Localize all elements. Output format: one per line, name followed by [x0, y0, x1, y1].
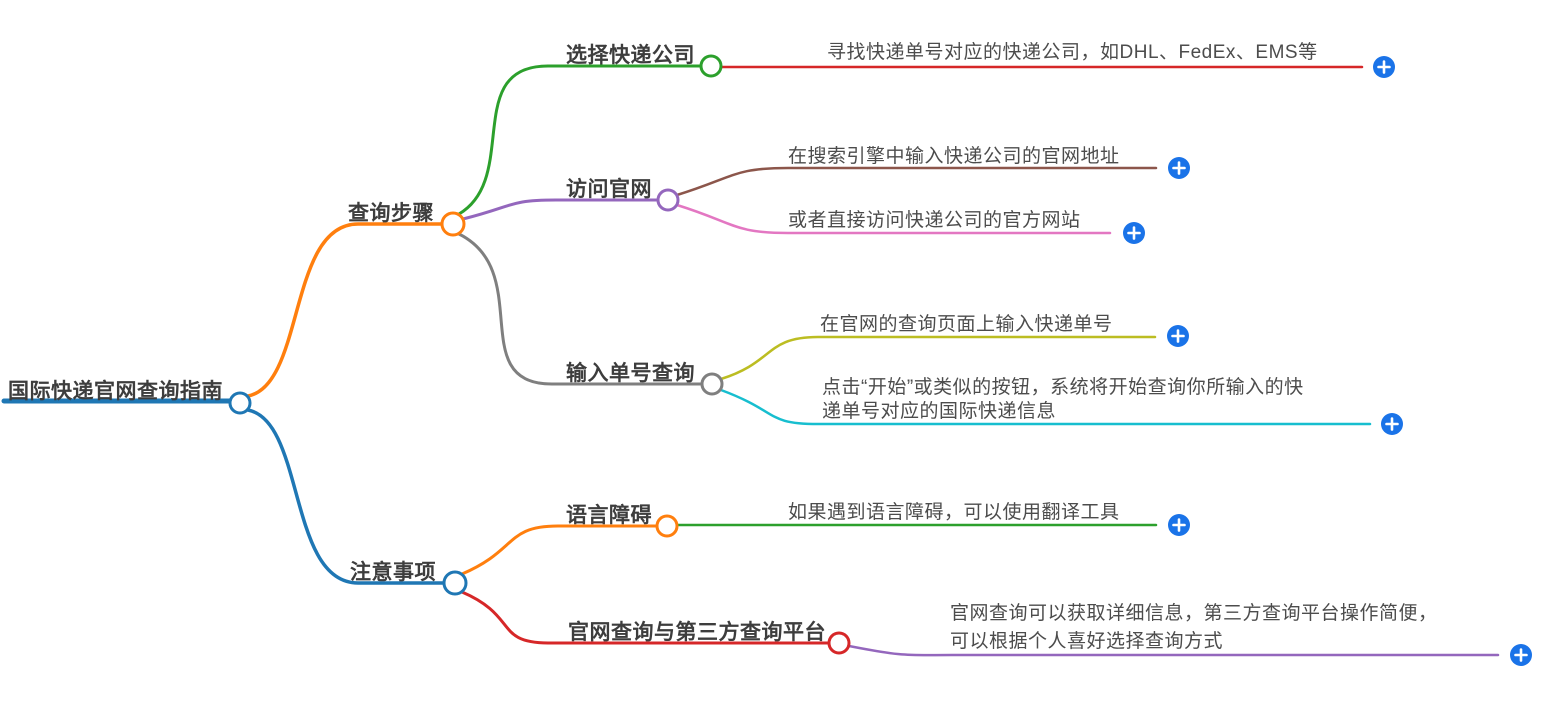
add-child-button-4[interactable] — [1167, 325, 1189, 347]
edge-notes-to-compare — [460, 590, 831, 645]
edge-steps-to-visit-site — [461, 198, 660, 221]
add-buttons — [1123, 56, 1532, 666]
edge-notes-to-language — [460, 524, 659, 576]
node-handle-choose-company[interactable] — [699, 54, 723, 78]
leaf-text: 在官网的查询页面上输入快递单号 — [820, 314, 1113, 335]
plus-glyph — [1172, 161, 1186, 175]
node-label-query-steps[interactable]: 查询步骤 — [348, 202, 434, 225]
plus-glyph — [1377, 60, 1391, 74]
add-child-button-6[interactable] — [1168, 514, 1190, 536]
leaf-text: 如果遇到语言障碍，可以使用翻译工具 — [788, 502, 1120, 523]
leaf-enter-number-2[interactable]: 点击“开始”或类似的按钮，系统将开始查询你所输入的快 递单号对应的国际快递信息 — [822, 376, 1304, 424]
root-node-label[interactable]: 国际快递官网查询指南 — [8, 380, 223, 403]
leaf-language-1[interactable]: 如果遇到语言障碍，可以使用翻译工具 — [788, 501, 1120, 525]
node-handle-compare[interactable] — [827, 631, 851, 655]
node-label-visit-site[interactable]: 访问官网 — [566, 178, 652, 201]
plus-glyph — [1514, 648, 1528, 662]
plus-glyph — [1171, 329, 1185, 343]
leaf-text-line2: 可以根据个人喜好选择查询方式 — [950, 631, 1224, 652]
node-label-notes[interactable]: 注意事项 — [350, 561, 436, 584]
edge-enter-number-leaf2 — [719, 388, 1372, 426]
leaf-text: 在搜索引擎中输入快递公司的官网地址 — [788, 146, 1120, 167]
edge-root-to-query-steps — [246, 222, 444, 398]
node-label-choose-company[interactable]: 选择快递公司 — [566, 44, 695, 67]
add-child-button-3[interactable] — [1123, 222, 1145, 244]
leaf-enter-number-1[interactable]: 在官网的查询页面上输入快递单号 — [820, 313, 1113, 337]
leaf-text: 或者直接访问快递公司的官方网站 — [788, 210, 1081, 231]
node-label-enter-number[interactable]: 输入单号查询 — [566, 362, 695, 385]
edge-visit-site-leaf2 — [675, 203, 1112, 235]
plus-glyph — [1385, 417, 1399, 431]
node-handle-enter-number[interactable] — [700, 372, 724, 396]
node-handle-visit-site[interactable] — [656, 188, 680, 212]
node-handle-query-steps[interactable] — [440, 211, 466, 237]
plus-glyph — [1172, 518, 1186, 532]
node-handle-root[interactable] — [228, 391, 252, 415]
node-handle-notes[interactable] — [442, 570, 468, 596]
leaf-visit-site-1[interactable]: 在搜索引擎中输入快递公司的官网地址 — [788, 145, 1120, 169]
plus-glyph — [1127, 226, 1141, 240]
edge-visit-site-leaf1 — [675, 166, 1158, 197]
edge-enter-number-leaf1 — [719, 335, 1157, 381]
node-label-compare[interactable]: 官网查询与第三方查询平台 — [568, 621, 826, 644]
add-child-button-5[interactable] — [1381, 413, 1403, 435]
edge-root-to-notes — [246, 408, 446, 585]
edge-compare-leaf — [847, 644, 1500, 657]
leaf-choose-company-1[interactable]: 寻找快递单号对应的快递公司，如DHL、FedEx、EMS等 — [827, 41, 1318, 65]
leaf-text-line2: 递单号对应的国际快递信息 — [822, 401, 1057, 422]
leaf-compare-1[interactable]: 官网查询可以获取详细信息，第三方查询平台操作简便， 可以根据个人喜好选择查询方式 — [950, 600, 1438, 656]
leaf-text: 寻找快递单号对应的快递公司，如DHL、FedEx、EMS等 — [827, 42, 1318, 63]
add-child-button-7[interactable] — [1510, 644, 1532, 666]
node-handle-language[interactable] — [655, 514, 679, 538]
add-child-button-2[interactable] — [1168, 157, 1190, 179]
node-label-language[interactable]: 语言障碍 — [566, 504, 652, 527]
leaf-visit-site-2[interactable]: 或者直接访问快递公司的官方网站 — [788, 209, 1081, 233]
add-child-button-1[interactable] — [1373, 56, 1395, 78]
edge-steps-to-enter-number — [457, 232, 704, 386]
leaf-text-line1: 点击“开始”或类似的按钮，系统将开始查询你所输入的快 — [822, 377, 1304, 398]
edge-steps-to-choose-company — [457, 64, 703, 216]
leaf-text-line1: 官网查询可以获取详细信息，第三方查询平台操作简便， — [950, 603, 1438, 624]
